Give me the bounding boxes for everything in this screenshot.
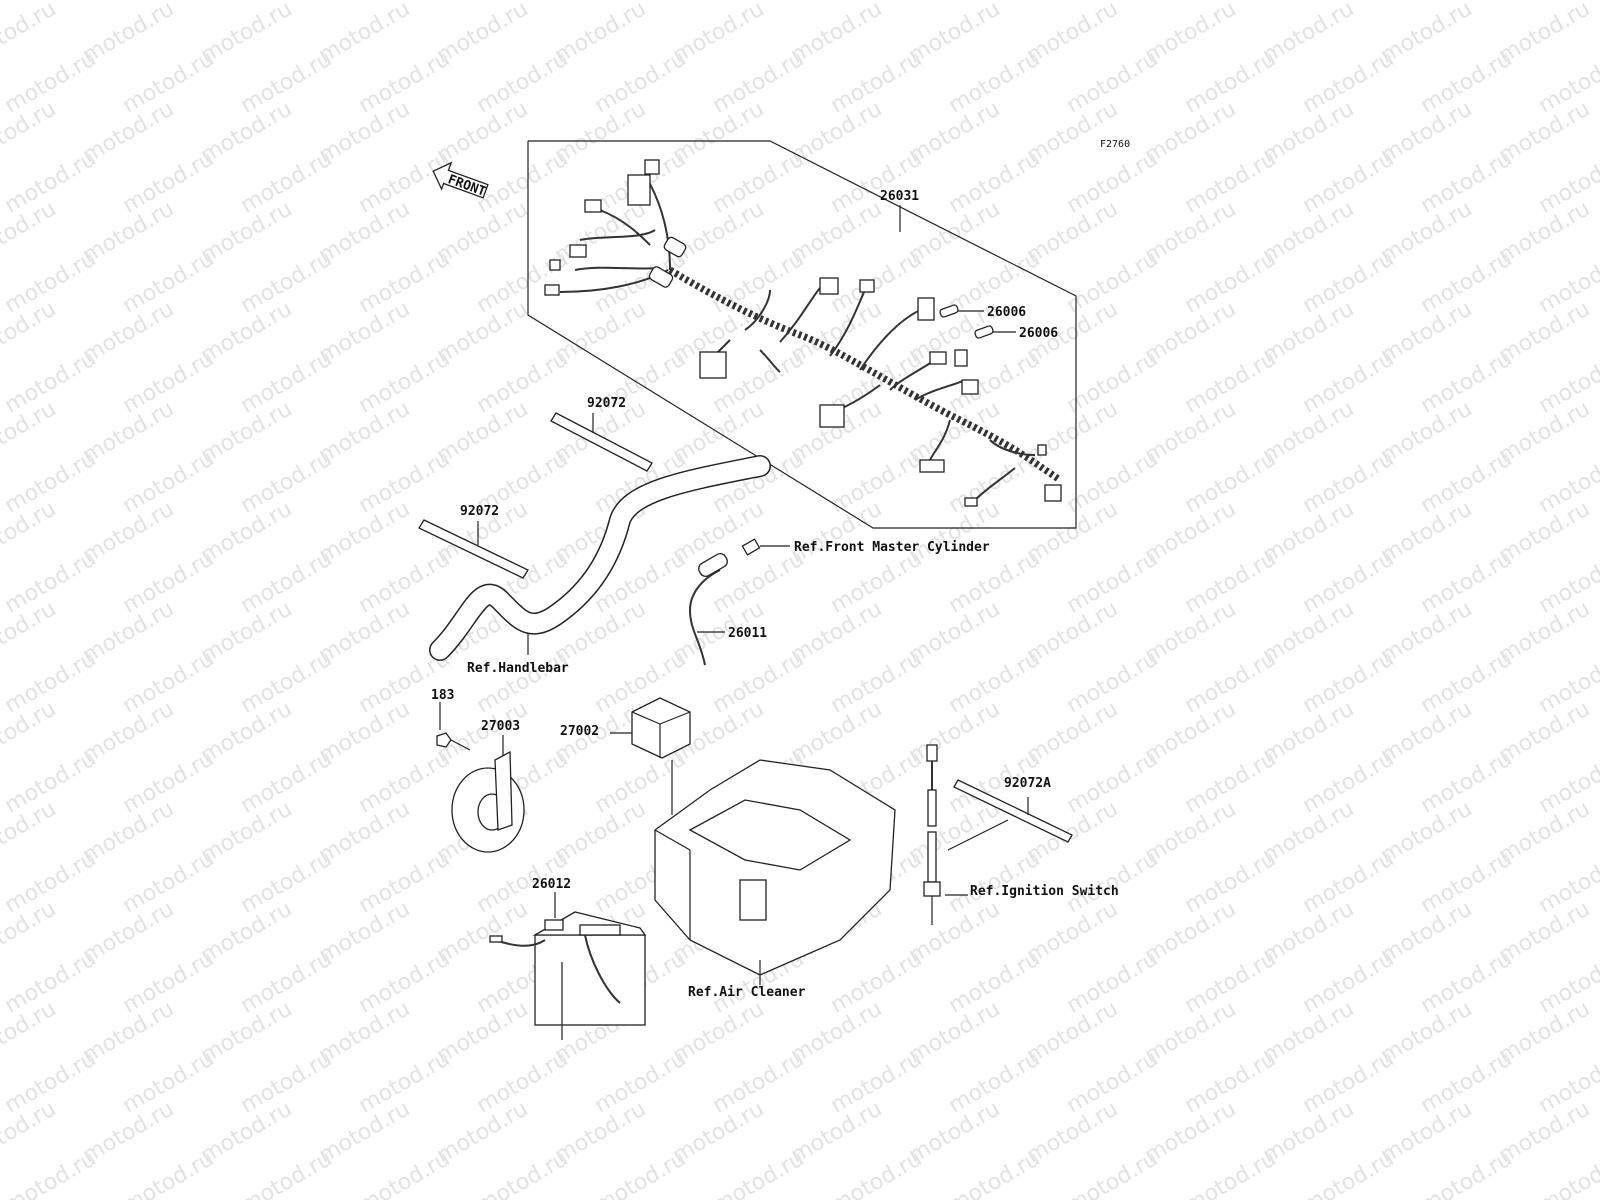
wiring-harness	[544, 159, 1062, 507]
air-cleaner	[654, 759, 896, 985]
band-upper	[550, 412, 653, 472]
handlebar	[429, 455, 771, 661]
label-26006-b: 26006	[1019, 326, 1058, 341]
bolt	[436, 702, 471, 751]
fuse-a	[939, 304, 984, 318]
label-26031: 26031	[880, 189, 919, 204]
harness-frame	[527, 140, 1077, 529]
band-right	[947, 779, 1073, 851]
label-26006-a: 26006	[987, 305, 1026, 320]
label-92072-upper: 92072	[587, 396, 626, 411]
fuse-b	[974, 325, 1016, 339]
horn	[451, 735, 525, 853]
ref-front-master-cylinder: Ref.Front Master Cylinder	[794, 540, 990, 555]
ref-air-cleaner: Ref.Air Cleaner	[688, 985, 806, 1000]
relay	[610, 697, 691, 815]
label-26012: 26012	[532, 877, 571, 892]
front-arrow-icon: FRONT	[432, 161, 489, 200]
brake-switch	[688, 538, 790, 666]
label-27002: 27002	[560, 724, 599, 739]
figure-id: F2760	[1100, 139, 1130, 150]
label-92072a: 92072A	[1004, 776, 1051, 791]
label-26011: 26011	[728, 626, 767, 641]
label-92072-lower: 92072	[460, 504, 499, 519]
label-183: 183	[431, 688, 454, 703]
band-lower	[418, 519, 529, 579]
ref-ignition-switch: Ref.Ignition Switch	[970, 884, 1119, 899]
battery-lead	[489, 892, 647, 1040]
ignition-switch	[923, 744, 968, 925]
label-27003: 27003	[481, 719, 520, 734]
ref-handlebar: Ref.Handlebar	[467, 661, 569, 676]
